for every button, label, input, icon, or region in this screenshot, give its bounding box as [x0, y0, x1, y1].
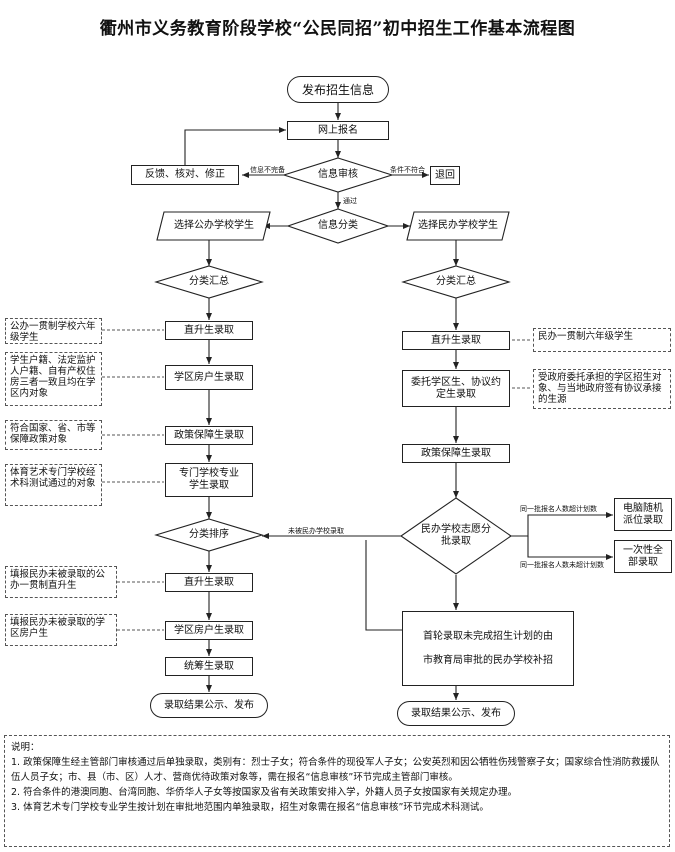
- note-fill-private-district: 填报民办未被录取的学区房户生: [5, 614, 117, 646]
- direct-admit-left2-box: 直升生录取: [165, 573, 253, 592]
- condition-not-met-label: 条件不符合: [390, 166, 425, 174]
- summary-right-diamond: [401, 265, 511, 299]
- note-sports-art: 体育艺术专门学校经术科测试通过的对象: [5, 464, 102, 506]
- passed-label: 通过: [343, 197, 357, 205]
- explanation-heading: 说明：: [11, 742, 40, 753]
- online-apply-box: 网上报名: [287, 121, 389, 140]
- explanation-item-3: 3. 体育艺术专门学校专业学生按计划在审批地范围内单独录取，招生对象需在报名“信…: [11, 802, 489, 813]
- info-classify-label: 信息分类: [318, 220, 358, 231]
- choose-public-parallelogram: [156, 211, 271, 241]
- one-time-admit-box: 一次性全部录取: [614, 540, 672, 573]
- return-box: 退回: [430, 166, 460, 185]
- note-public-six-grade: 公办一贯制学校六年级学生: [5, 318, 102, 344]
- note-entrust-objects: 受政府委托承担的学区招生对象、与当地政府签有协议承接的生源: [533, 369, 671, 409]
- note-fill-private-direct: 填报民办未被录取的公办一贯制直升生: [5, 566, 117, 598]
- result-left-oval: 录取结果公示、发布: [150, 693, 268, 718]
- explanation-box: 说明： 1. 政策保障生经主管部门审核通过后单独录取，类别有：烈士子女；符合条件…: [4, 735, 670, 847]
- policy-admit-left-box: 政策保障生录取: [165, 426, 253, 445]
- sort-label: 分类排序: [189, 529, 229, 540]
- over-plan-label: 同一批报名人数超计划数: [520, 505, 597, 513]
- choose-private-parallelogram: [406, 211, 510, 241]
- entrust-admit-box: 委托学区生、协议约定生录取: [402, 370, 510, 407]
- summary-left-label: 分类汇总: [189, 276, 229, 287]
- page-title: 衢州市义务教育阶段学校“公民同招”初中招生工作基本流程图: [99, 19, 576, 39]
- private-lottery-diamond: [400, 497, 512, 575]
- choose-private-label: 选择民办学校学生: [418, 220, 498, 231]
- special-admit-box: 专门学校专业学生录取: [165, 463, 253, 497]
- info-review-label: 信息审核: [318, 169, 358, 180]
- direct-admit-right-box: 直升生录取: [402, 331, 510, 350]
- under-plan-label: 同一批报名人数未超计划数: [520, 561, 604, 569]
- info-review-diamond: [282, 157, 394, 193]
- coordinate-admit-box: 统筹生录取: [165, 657, 253, 676]
- explanation-item-2: 2. 符合条件的港澳同胞、台湾同胞、华侨华人子女等按国家及省有关政策安排入学，外…: [11, 787, 518, 798]
- not-admitted-private-label: 未被民办学校录取: [288, 527, 344, 535]
- choose-public-label: 选择公办学校学生: [174, 220, 254, 231]
- note-private-six-grade: 民办一贯制六年级学生: [533, 328, 671, 352]
- info-classify-diamond: [286, 208, 390, 244]
- district-admit-left2-box: 学区房户生录取: [165, 621, 253, 640]
- policy-admit-right-box: 政策保障生录取: [402, 444, 510, 463]
- supplement-box: 首轮录取未完成招生计划的由市教育局审批的民办学校补招: [402, 611, 574, 686]
- summary-right-label: 分类汇总: [436, 276, 476, 287]
- result-right-oval: 录取结果公示、发布: [397, 701, 515, 726]
- district-admit-left-box: 学区房户生录取: [165, 365, 253, 390]
- feedback-box: 反馈、核对、修正: [131, 165, 239, 185]
- note-district-house: 学生户籍、法定监护人户籍、自有产权住房三者一致且均在学区内对象: [5, 352, 102, 406]
- computer-lottery-box: 电脑随机派位录取: [614, 498, 672, 531]
- publish-oval: 发布招生信息: [287, 76, 389, 103]
- direct-admit-left-box: 直升生录取: [165, 321, 253, 340]
- note-policy-objects: 符合国家、省、市等保障政策对象: [5, 420, 102, 450]
- info-incomplete-label: 信息不完备: [250, 166, 285, 174]
- summary-left-diamond: [154, 265, 264, 299]
- sort-diamond: [154, 518, 264, 552]
- private-lottery-label: 民办学校志愿分批录取: [421, 524, 491, 547]
- explanation-item-1: 1. 政策保障生经主管部门审核通过后单独录取，类别有：烈士子女；符合条件的现役军…: [11, 757, 660, 783]
